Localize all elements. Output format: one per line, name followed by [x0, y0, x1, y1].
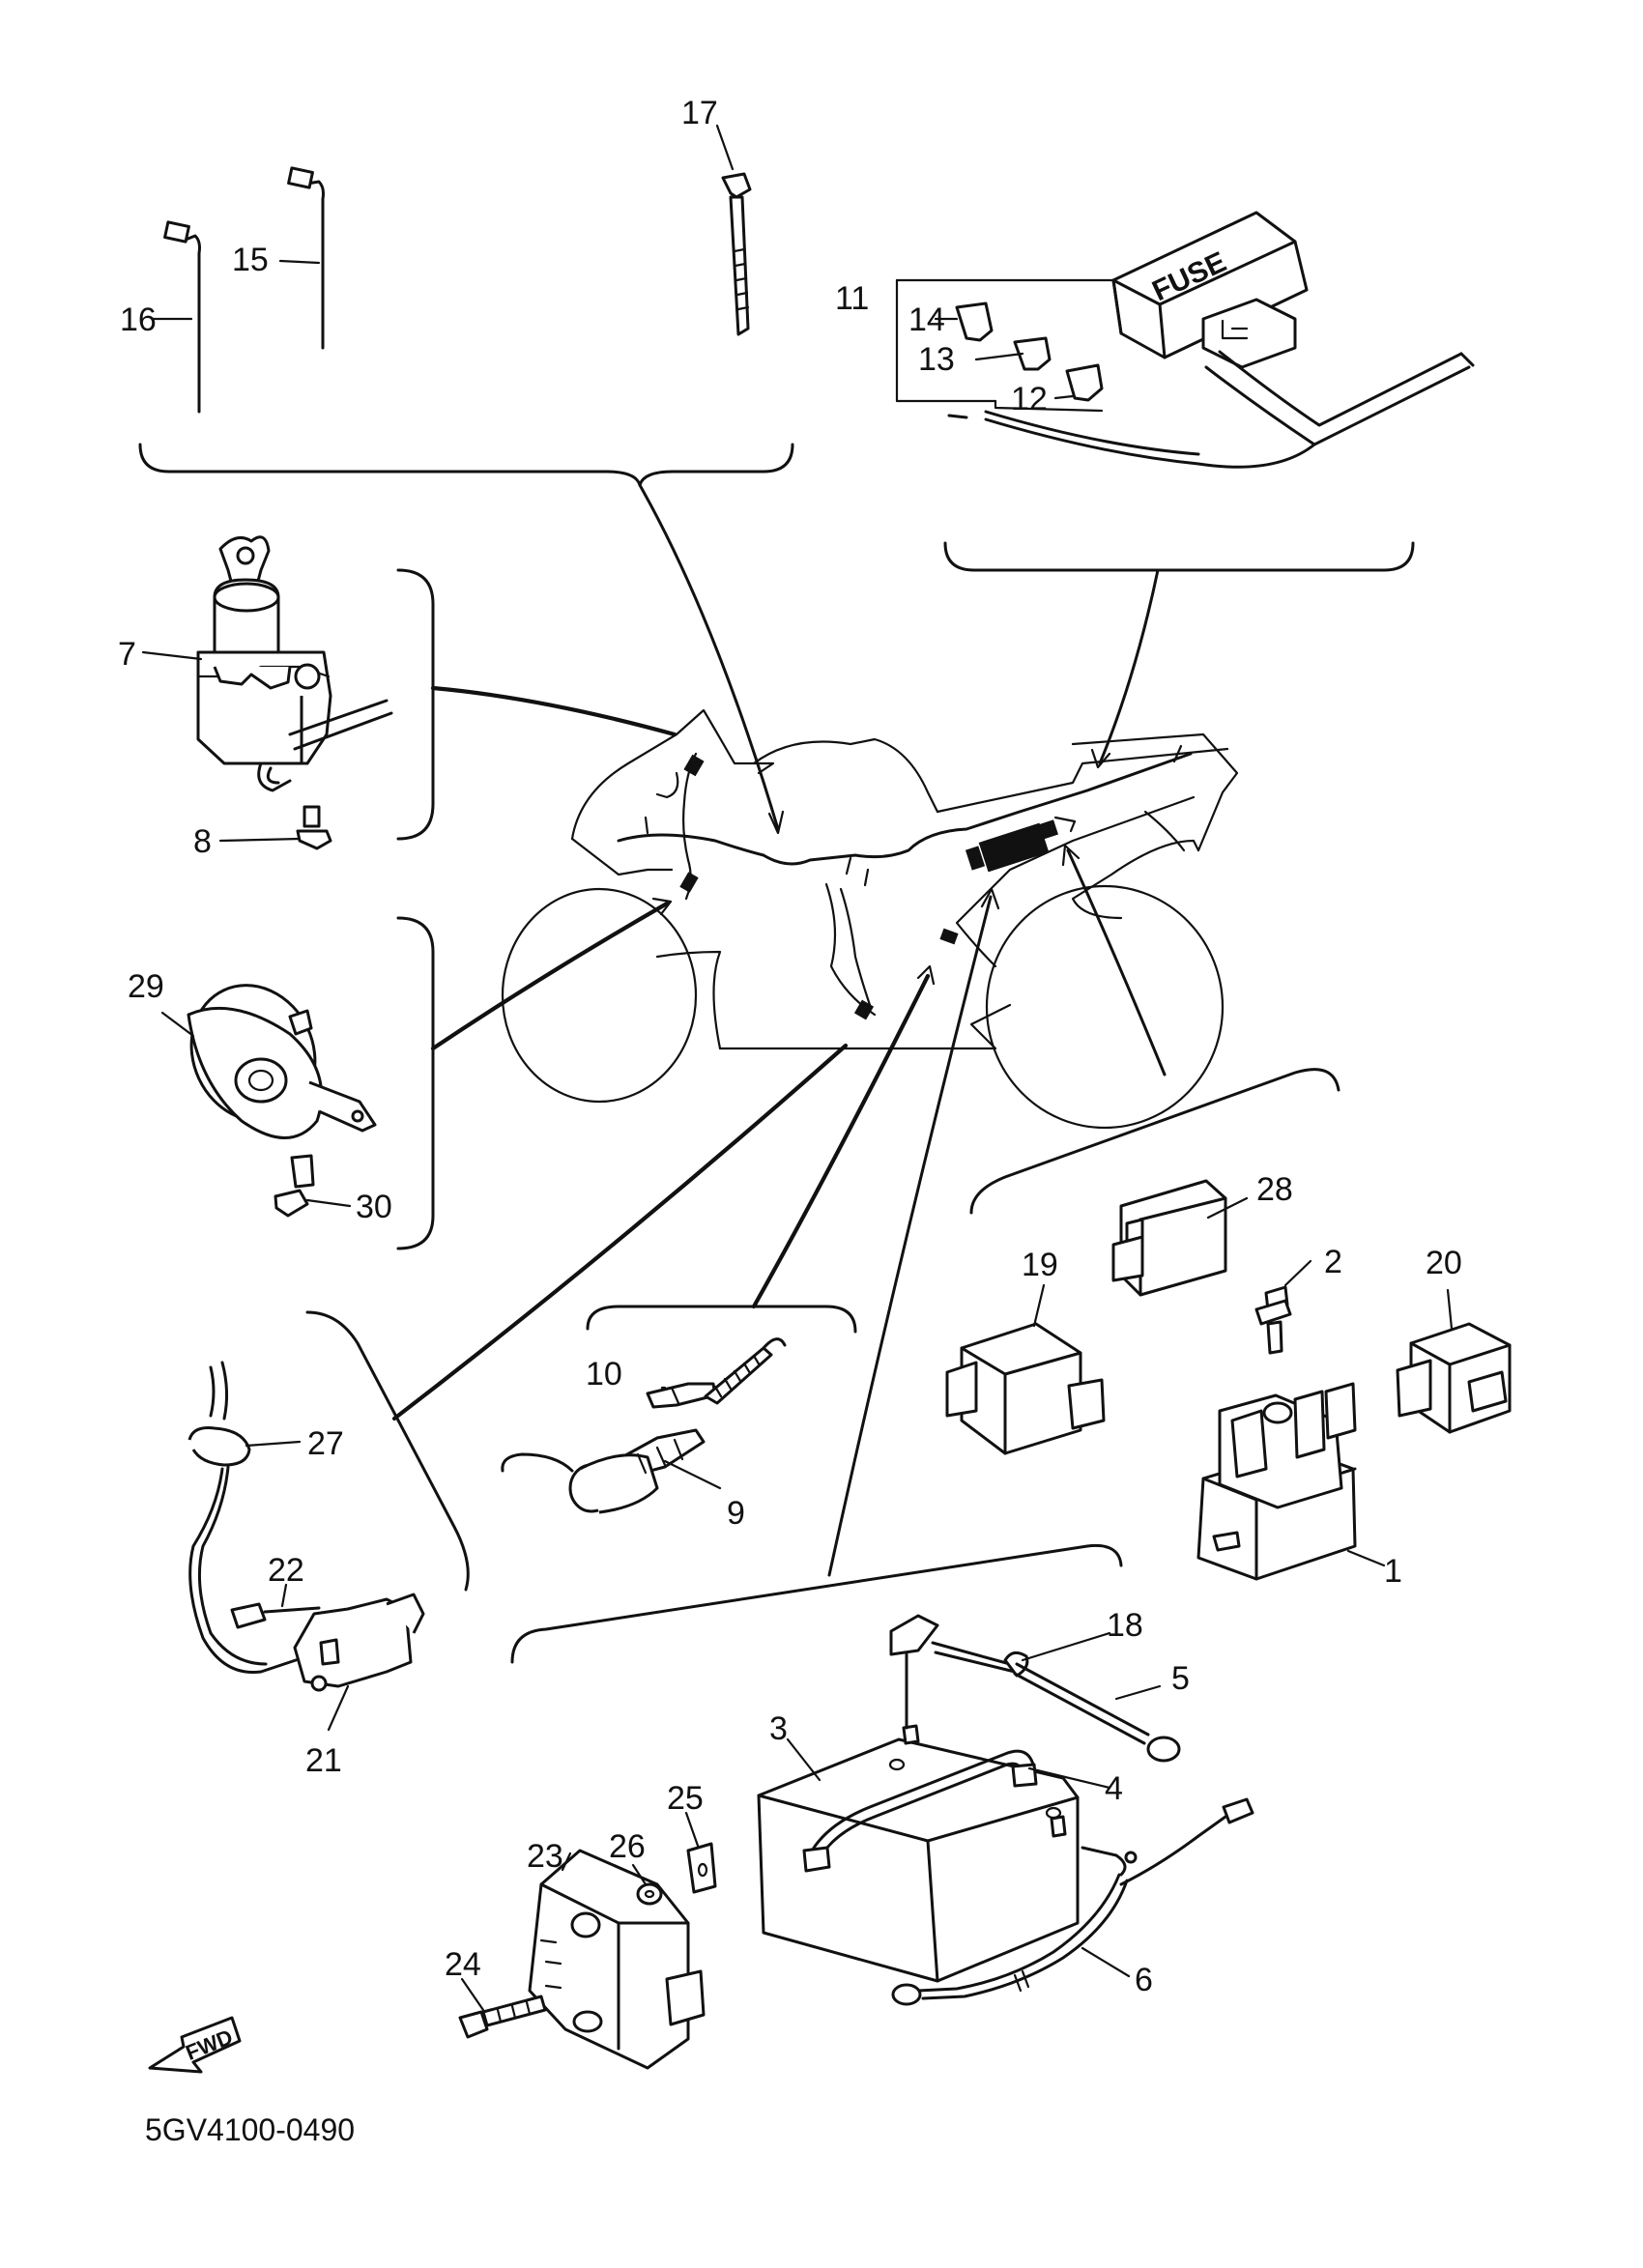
fwd-arrow-icon: FWD — [148, 2016, 242, 2074]
callout-3: 3 — [769, 1710, 788, 1747]
callout-leaders — [141, 124, 1454, 2012]
callout-25: 25 — [667, 1780, 704, 1817]
relay-28 — [1111, 1179, 1227, 1297]
battery-3 — [757, 1724, 1080, 1983]
bracket-sidestand — [305, 1310, 470, 1592]
sidestand-switch-21 — [187, 1361, 425, 1692]
callout-9: 9 — [727, 1495, 745, 1532]
callout-27: 27 — [307, 1425, 344, 1462]
callout-15: 15 — [232, 242, 269, 278]
callout-20: 20 — [1426, 1245, 1462, 1281]
horn-29 — [187, 984, 377, 1218]
starter-relay-1 — [1196, 1285, 1357, 1581]
washer-26 — [636, 1882, 663, 1906]
callout-29: 29 — [128, 968, 164, 1005]
callout-16: 16 — [120, 301, 157, 338]
callout-28: 28 — [1256, 1171, 1293, 1208]
battery-cable-6 — [891, 1797, 1254, 2006]
battery-cable-5 — [889, 1614, 1181, 1763]
fuse-box — [947, 211, 1475, 469]
bracket-battery — [510, 1543, 1123, 1664]
wire-strap-15 — [287, 166, 325, 350]
group-leaders — [391, 483, 1167, 1577]
neutral-switch-9 — [501, 1337, 787, 1514]
callout-13: 13 — [918, 341, 955, 378]
callout-19: 19 — [1022, 1247, 1058, 1283]
bracket-top-right — [943, 541, 1415, 572]
callout-11: 11 — [835, 280, 869, 317]
callout-5: 5 — [1171, 1660, 1190, 1697]
bolt-24 — [458, 1995, 547, 2039]
callout-23: 23 — [527, 1838, 563, 1875]
wire-harness — [617, 744, 1193, 1020]
callout-21: 21 — [305, 1742, 342, 1779]
callout-1: 1 — [1384, 1553, 1402, 1590]
callout-4: 4 — [1105, 1770, 1123, 1807]
callout-6: 6 — [1135, 1962, 1153, 1998]
callout-26: 26 — [609, 1828, 646, 1865]
callout-numbers: 1 2 3 4 5 6 7 8 9 10 11 12 13 14 15 16 1… — [118, 95, 1462, 1998]
nut-25 — [686, 1842, 717, 1894]
callout-7: 7 — [118, 636, 136, 673]
callout-24: 24 — [445, 1946, 481, 1983]
bracket-top-left — [138, 443, 794, 487]
motorcycle-outline — [501, 708, 1239, 1130]
main-switch-7 — [196, 535, 393, 850]
callout-18: 18 — [1107, 1607, 1143, 1644]
callout-12: 12 — [1011, 381, 1048, 417]
relay-20 — [1396, 1322, 1512, 1434]
rectifier-23 — [528, 1849, 706, 2070]
relay-19 — [945, 1322, 1106, 1455]
bracket-lock-switch — [586, 1305, 857, 1334]
bracket-relays — [969, 1068, 1340, 1215]
bracket-horn — [396, 916, 435, 1250]
cable-tie-17 — [721, 172, 752, 336]
callout-8: 8 — [193, 823, 212, 860]
bracket-main-switch — [396, 568, 435, 841]
callout-2: 2 — [1324, 1244, 1342, 1280]
fuse-callout-bracket — [895, 278, 1115, 413]
callout-22: 22 — [268, 1552, 304, 1589]
wire-strap-16 — [163, 220, 201, 414]
callout-30: 30 — [356, 1189, 392, 1225]
callout-10: 10 — [586, 1356, 622, 1392]
drawing-code: 5GV4100-0490 — [145, 2112, 355, 2147]
callout-14: 14 — [908, 301, 945, 338]
callout-17: 17 — [681, 95, 718, 131]
